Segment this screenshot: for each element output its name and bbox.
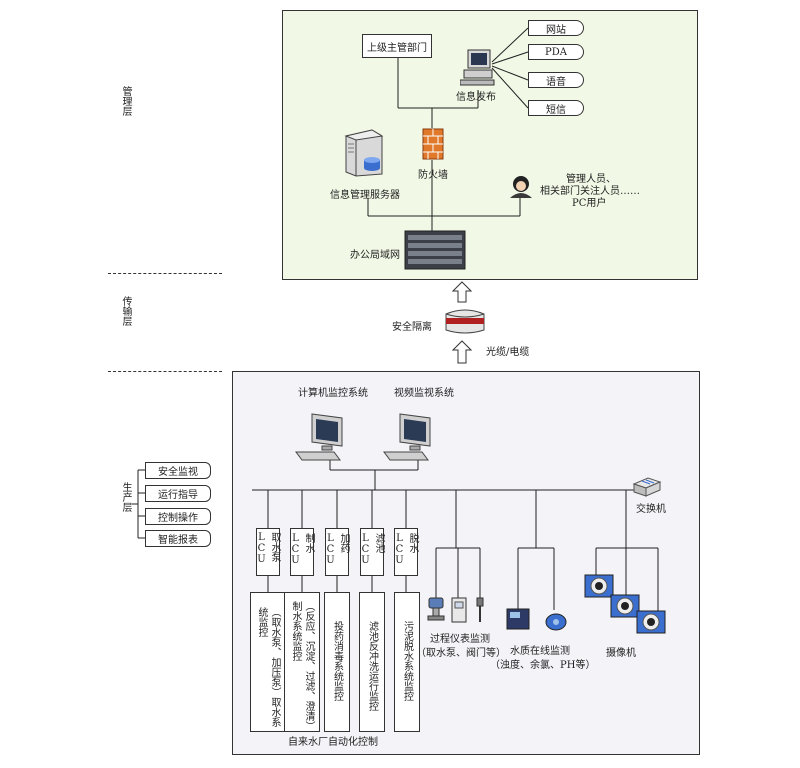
menu-smart-report[interactable]: 智能报表: [145, 530, 211, 547]
upload-arrow-icon: [452, 281, 472, 303]
output-voice: 语音: [528, 72, 584, 88]
upload-arrow-icon: [452, 340, 472, 364]
camera-label: 摄像机: [606, 648, 636, 659]
switch-label: 交换机: [636, 504, 666, 515]
monitor-icon: [383, 413, 431, 461]
cable-label: 光缆/电缆: [486, 347, 530, 358]
lcu-water-production: 制水LCU: [290, 528, 314, 576]
lan-label: 办公局域网: [350, 250, 400, 261]
water-quality-sub: （浊度、余氯、PH等）: [490, 660, 596, 671]
water-analyzer-icon: [506, 608, 530, 630]
layer-label-transport: 传输层: [120, 296, 131, 326]
layer-divider-lower: [108, 371, 222, 372]
level-sensor-icon: [476, 597, 484, 622]
monitor-icon: [295, 413, 343, 461]
camera-icon: [636, 610, 666, 634]
lcu-intake-pump: 取水泵LCU: [256, 528, 280, 576]
output-sms: 短信: [528, 100, 584, 116]
security-isolation-label: 安全隔离: [392, 322, 432, 333]
camera-icon: [584, 574, 614, 598]
camera-icon: [610, 594, 640, 618]
security-isolation-icon: [445, 309, 485, 334]
menu-control-operation[interactable]: 控制操作: [145, 508, 211, 525]
pressure-transmitter-icon: [427, 597, 445, 621]
video-monitor-label: 视频监视系统: [394, 388, 454, 399]
subsystem-filter-backwash-monitor: 滤池反冲洗运行监控: [359, 592, 385, 732]
water-quality-label: 水质在线监测: [510, 646, 570, 657]
info-publish-label: 信息发布: [456, 92, 496, 103]
subsystem-sludge-monitor: 污泥脱水系统监控: [394, 592, 420, 732]
superior-dept-box: 上级主管部门: [362, 34, 432, 58]
output-pda: PDA: [528, 44, 584, 60]
menu-operation-guide[interactable]: 运行指导: [145, 485, 211, 502]
lcu-dewatering: 脱水LCU: [394, 528, 418, 576]
computer-monitor-label: 计算机监控系统: [298, 388, 368, 399]
server-icon: [344, 129, 384, 177]
layer-label-management: 管理层: [120, 86, 131, 116]
firewall-icon: [422, 128, 444, 160]
users-label-line1: 管理人员、: [566, 174, 616, 185]
user-icon: [510, 176, 532, 198]
lcu-dosing: 加药LCU: [325, 528, 349, 576]
layer-label-production: 生产层: [120, 482, 131, 512]
network-switch-icon: [632, 477, 662, 497]
firewall-label: 防火墙: [418, 170, 448, 181]
water-sensor-icon: [545, 613, 567, 631]
output-website: 网站: [528, 20, 584, 36]
layer-divider-upper: [108, 273, 222, 274]
subsystem-intake-monitor: （取水泵、加压泵）取水系统监控: [250, 592, 286, 732]
users-label-line3: PC用户: [572, 198, 607, 209]
automation-title: 自来水厂自动化控制: [288, 737, 378, 748]
lan-switch-icon: [404, 230, 466, 270]
subsystem-dosing-monitor: 投药消毒系统监控: [324, 592, 350, 732]
process-instruments-sub: （取水泵、阀门等）: [416, 648, 506, 659]
users-label-line2: 相关部门关注人员……: [540, 186, 640, 197]
process-instruments-label: 过程仪表监测: [430, 634, 490, 645]
lcu-filter: 滤池LCU: [360, 528, 384, 576]
menu-safety-monitor[interactable]: 安全监视: [145, 462, 211, 479]
computer-icon: [460, 49, 495, 86]
info-server-label: 信息管理服务器: [330, 190, 400, 201]
subsystem-water-production-monitor: （反应、沉淀、过滤、澄清）制水系统监控: [284, 592, 320, 732]
flow-meter-icon: [451, 597, 467, 623]
